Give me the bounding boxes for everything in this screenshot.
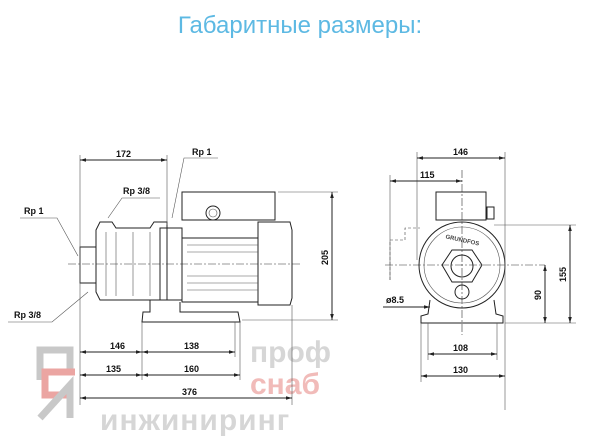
- dim-115: 115: [420, 170, 435, 180]
- dim-376: 376: [182, 387, 197, 397]
- front-view: GRUNDFOS 146 115 155 90 ø8.5 108 130: [383, 147, 576, 410]
- side-view: 172 205 146 138 135 160 376 Rp 1 Rp 3/8 …: [8, 147, 338, 405]
- watermark-line1: проф: [250, 336, 331, 369]
- dim-146-side: 146: [110, 341, 125, 351]
- label-rp38-top: Rp 3/8: [123, 186, 150, 196]
- page-title: Габаритные размеры:: [177, 12, 423, 39]
- dim-205: 205: [320, 250, 330, 265]
- dim-146-front: 146: [453, 147, 468, 157]
- dim-108: 108: [453, 343, 468, 353]
- label-rp1-left: Rp 1: [24, 206, 44, 216]
- dim-172: 172: [116, 149, 131, 159]
- dim-155: 155: [558, 267, 568, 282]
- dim-160: 160: [184, 364, 199, 374]
- watermark-line3: инжиниринг: [100, 404, 290, 437]
- dim-90: 90: [533, 290, 543, 300]
- dim-138: 138: [184, 341, 199, 351]
- watermark-line2: снаб: [250, 368, 320, 401]
- dim-hole: ø8.5: [386, 295, 404, 305]
- dim-135: 135: [106, 364, 121, 374]
- label-rp38-bottom: Rp 3/8: [14, 310, 41, 320]
- watermark-logo: проф снаб инжиниринг: [36, 336, 331, 437]
- label-rp1-top: Rp 1: [192, 147, 212, 157]
- dim-130: 130: [453, 365, 468, 375]
